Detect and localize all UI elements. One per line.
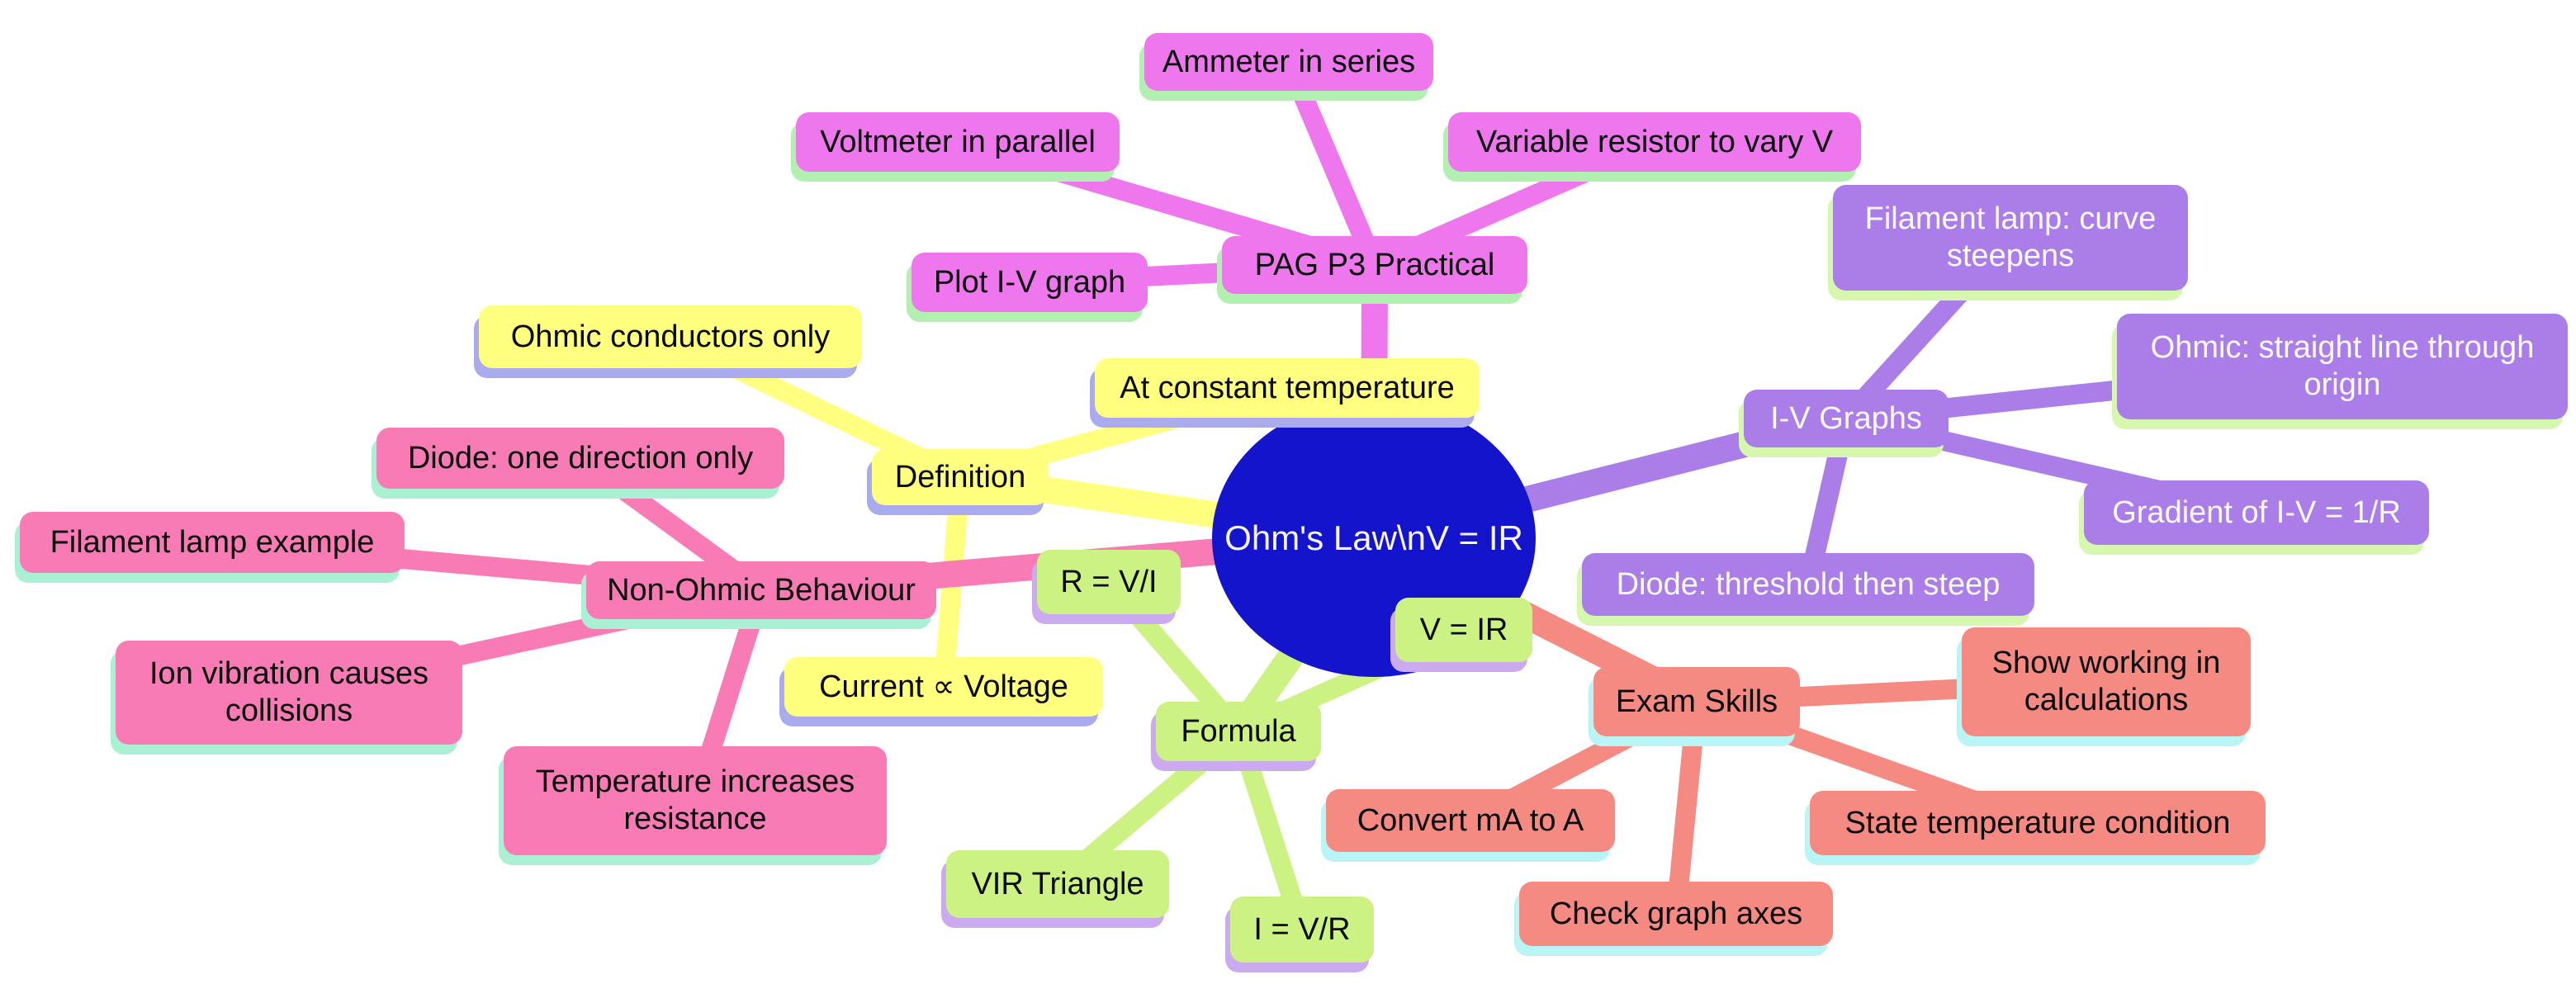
node-definition: Definition <box>872 449 1049 505</box>
node-ohmic-conductors-only: Ohmic conductors only <box>479 305 862 368</box>
node-current-proportional-voltage: Current ∝ Voltage <box>784 657 1103 717</box>
node-v-equals-ir: V = IR <box>1395 598 1532 662</box>
node-center-ohms-law: Ohm's Law\nV = IR <box>1212 400 1536 677</box>
node-diode-threshold-steep: Diode: threshold then steep <box>1582 553 2034 616</box>
edge <box>1279 58 1385 269</box>
node-state-temperature-condition: State temperature condition <box>1810 791 2266 855</box>
node-voltmeter-in-parallel: Voltmeter in parallel <box>796 112 1120 172</box>
node-ion-vibration-collisions: Ion vibration causes collisions <box>116 641 462 745</box>
node-i-equals-v-over-r: I = V/R <box>1230 896 1374 963</box>
node-temperature-increases-resistance: Temperature increases resistance <box>504 746 887 855</box>
node-filament-lamp-curve-steepens: Filament lamp: curve steepens <box>1833 185 2188 291</box>
node-at-constant-temperature: At constant temperature <box>1095 358 1480 418</box>
node-plot-iv-graph: Plot I-V graph <box>912 253 1148 312</box>
node-pag-p3-practical: PAG P3 Practical <box>1222 236 1527 294</box>
node-iv-graphs: I-V Graphs <box>1744 390 1949 447</box>
node-show-working-calculations: Show working in calculations <box>1962 627 2251 736</box>
node-variable-resistor: Variable resistor to vary V <box>1448 112 1861 172</box>
node-check-graph-axes: Check graph axes <box>1519 882 1833 946</box>
node-ammeter-in-series: Ammeter in series <box>1144 33 1433 91</box>
node-convert-ma-to-a: Convert mA to A <box>1326 789 1615 852</box>
node-non-ohmic-behaviour: Non-Ohmic Behaviour <box>586 561 936 619</box>
node-formula: Formula <box>1156 702 1321 761</box>
node-r-equals-v-over-i: R = V/I <box>1037 550 1181 614</box>
node-ohmic-straight-line-origin: Ohmic: straight line through origin <box>2117 314 2568 419</box>
node-vir-triangle: VIR Triangle <box>946 850 1169 918</box>
edge <box>1666 700 1707 915</box>
node-gradient-of-iv: Gradient of I-V = 1/R <box>2084 480 2429 545</box>
node-exam-skills: Exam Skills <box>1593 667 1800 736</box>
node-filament-lamp-example: Filament lamp example <box>20 512 405 573</box>
node-diode-one-direction: Diode: one direction only <box>376 428 784 489</box>
